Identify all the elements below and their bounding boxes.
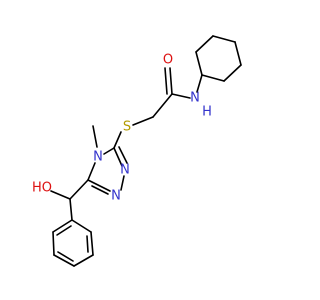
thioether-bond [113,131,122,149]
triazole-n1-label: N [111,189,121,204]
triazole-ring [87,125,128,195]
carbonyl-oxygen-label: O [163,53,173,68]
amide-bonds [132,67,203,126]
amide-hydrogen-label: H [202,105,212,120]
triazole-n2-label: N [120,163,130,178]
hydroxyl-label: HO [32,181,52,196]
triazole-n4-label: N [93,150,103,165]
amide-nitrogen-label: N [190,91,200,106]
phenyl-ring [52,219,94,267]
atom-labels: N H O S N N N HO [32,53,212,204]
hydroxybenzyl-group [50,179,89,221]
cyclohexyl-ring [195,35,242,82]
molecule-structure: N H O S N N N HO [32,35,242,267]
sulfur-label: S [123,120,131,135]
